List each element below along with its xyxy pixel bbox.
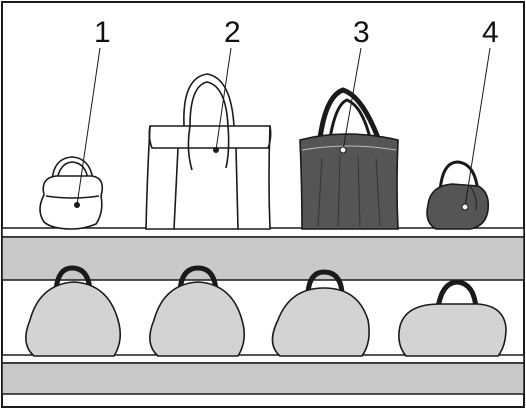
leader-dot-3 [339, 146, 347, 154]
lower-shelf [1, 354, 525, 395]
leader-dots [74, 146, 469, 211]
leader-line-3 [342, 47, 362, 151]
upper-shelf [1, 227, 525, 281]
callout-label-1: 1 [94, 16, 111, 49]
leader-dot-4 [461, 203, 469, 211]
lower-bag-3 [271, 269, 370, 357]
leader-line-4 [464, 47, 491, 208]
leader-dot-2 [213, 147, 219, 153]
leader-line-1 [76, 47, 101, 206]
handbag-icon [39, 156, 104, 230]
lower-bag-4 [398, 279, 507, 357]
leader-lines [76, 47, 491, 208]
bowling-bag-icon [426, 160, 490, 230]
callout-label-2: 2 [224, 16, 241, 49]
callout-label-4: 4 [482, 16, 499, 49]
tote-icon [145, 73, 272, 230]
drawstring-bag-icon [299, 87, 399, 230]
leader-dot-1 [74, 202, 80, 208]
leader-line-2 [215, 47, 232, 151]
callout-label-3: 3 [353, 16, 370, 49]
lower-bag-2 [149, 265, 246, 357]
lower-bag-1 [25, 265, 122, 357]
